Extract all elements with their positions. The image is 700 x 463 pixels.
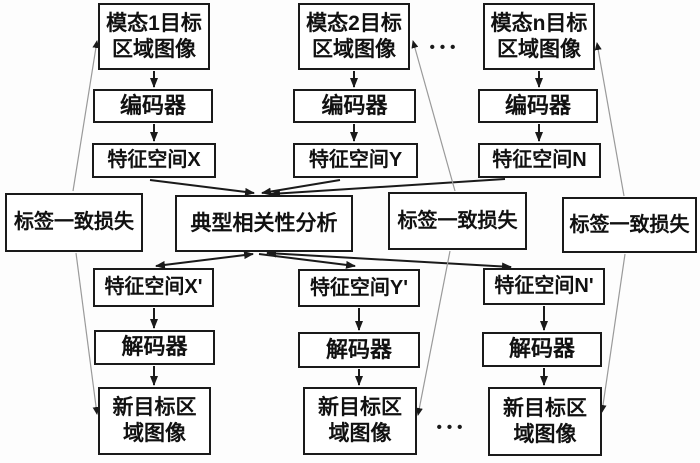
node-modalityN-image: 模态n目标 区域图像 <box>483 3 595 70</box>
node-modality1-image: 模态1目标 区域图像 <box>98 3 210 70</box>
line-lossright-to-modalityN <box>594 42 625 197</box>
ellipsis-bottom: ••• <box>436 419 468 436</box>
node-feature-space-n: 特征空间N <box>478 143 601 178</box>
arrow-featureX-to-cca <box>149 179 255 196</box>
node-encoderN: 编码器 <box>478 89 598 123</box>
line-lossmid-to-modality2 <box>411 40 456 192</box>
node-new-image1: 新目标区 域图像 <box>98 387 211 455</box>
node-encoder2: 编码器 <box>293 89 416 123</box>
node-feature-space-x: 特征空间X <box>92 143 216 178</box>
node-new-image2: 新目标区 域图像 <box>303 387 417 455</box>
line-lossright-to-newimageN <box>599 253 626 413</box>
node-feature-space-x-prime: 特征空间X' <box>93 268 214 307</box>
arrow-featureN-to-cca <box>270 178 506 198</box>
node-new-imageN: 新目标区 域图像 <box>488 387 602 456</box>
node-label-consistency-loss-right: 标签一致损失 <box>562 197 697 253</box>
arrow-cca-to-featureN2 <box>266 249 512 271</box>
ellipsis-top: ••• <box>429 39 461 56</box>
node-feature-space-n-prime: 特征空间N' <box>483 268 605 305</box>
line-lossmid-to-newimage2 <box>415 250 451 416</box>
line-lossleft-to-modality1 <box>72 40 100 192</box>
line-lossleft-to-newimage1 <box>75 252 100 415</box>
node-label-consistency-loss-left: 标签一致损失 <box>5 193 143 252</box>
node-canonical-correlation-analysis: 典型相关性分析 <box>175 195 353 252</box>
node-feature-space-y: 特征空间Y <box>293 143 418 178</box>
node-modality2-image: 模态2目标 区域图像 <box>298 3 410 70</box>
node-decoder1: 解码器 <box>94 330 215 365</box>
arrow-cca-to-featureX2 <box>155 251 254 269</box>
node-label-consistency-loss-mid: 标签一致损失 <box>388 192 527 250</box>
node-decoder2: 解码器 <box>298 332 420 368</box>
node-feature-space-y-prime: 特征空间Y' <box>298 269 420 307</box>
node-encoder1: 编码器 <box>93 89 213 123</box>
node-decoderN: 解码器 <box>482 332 602 367</box>
